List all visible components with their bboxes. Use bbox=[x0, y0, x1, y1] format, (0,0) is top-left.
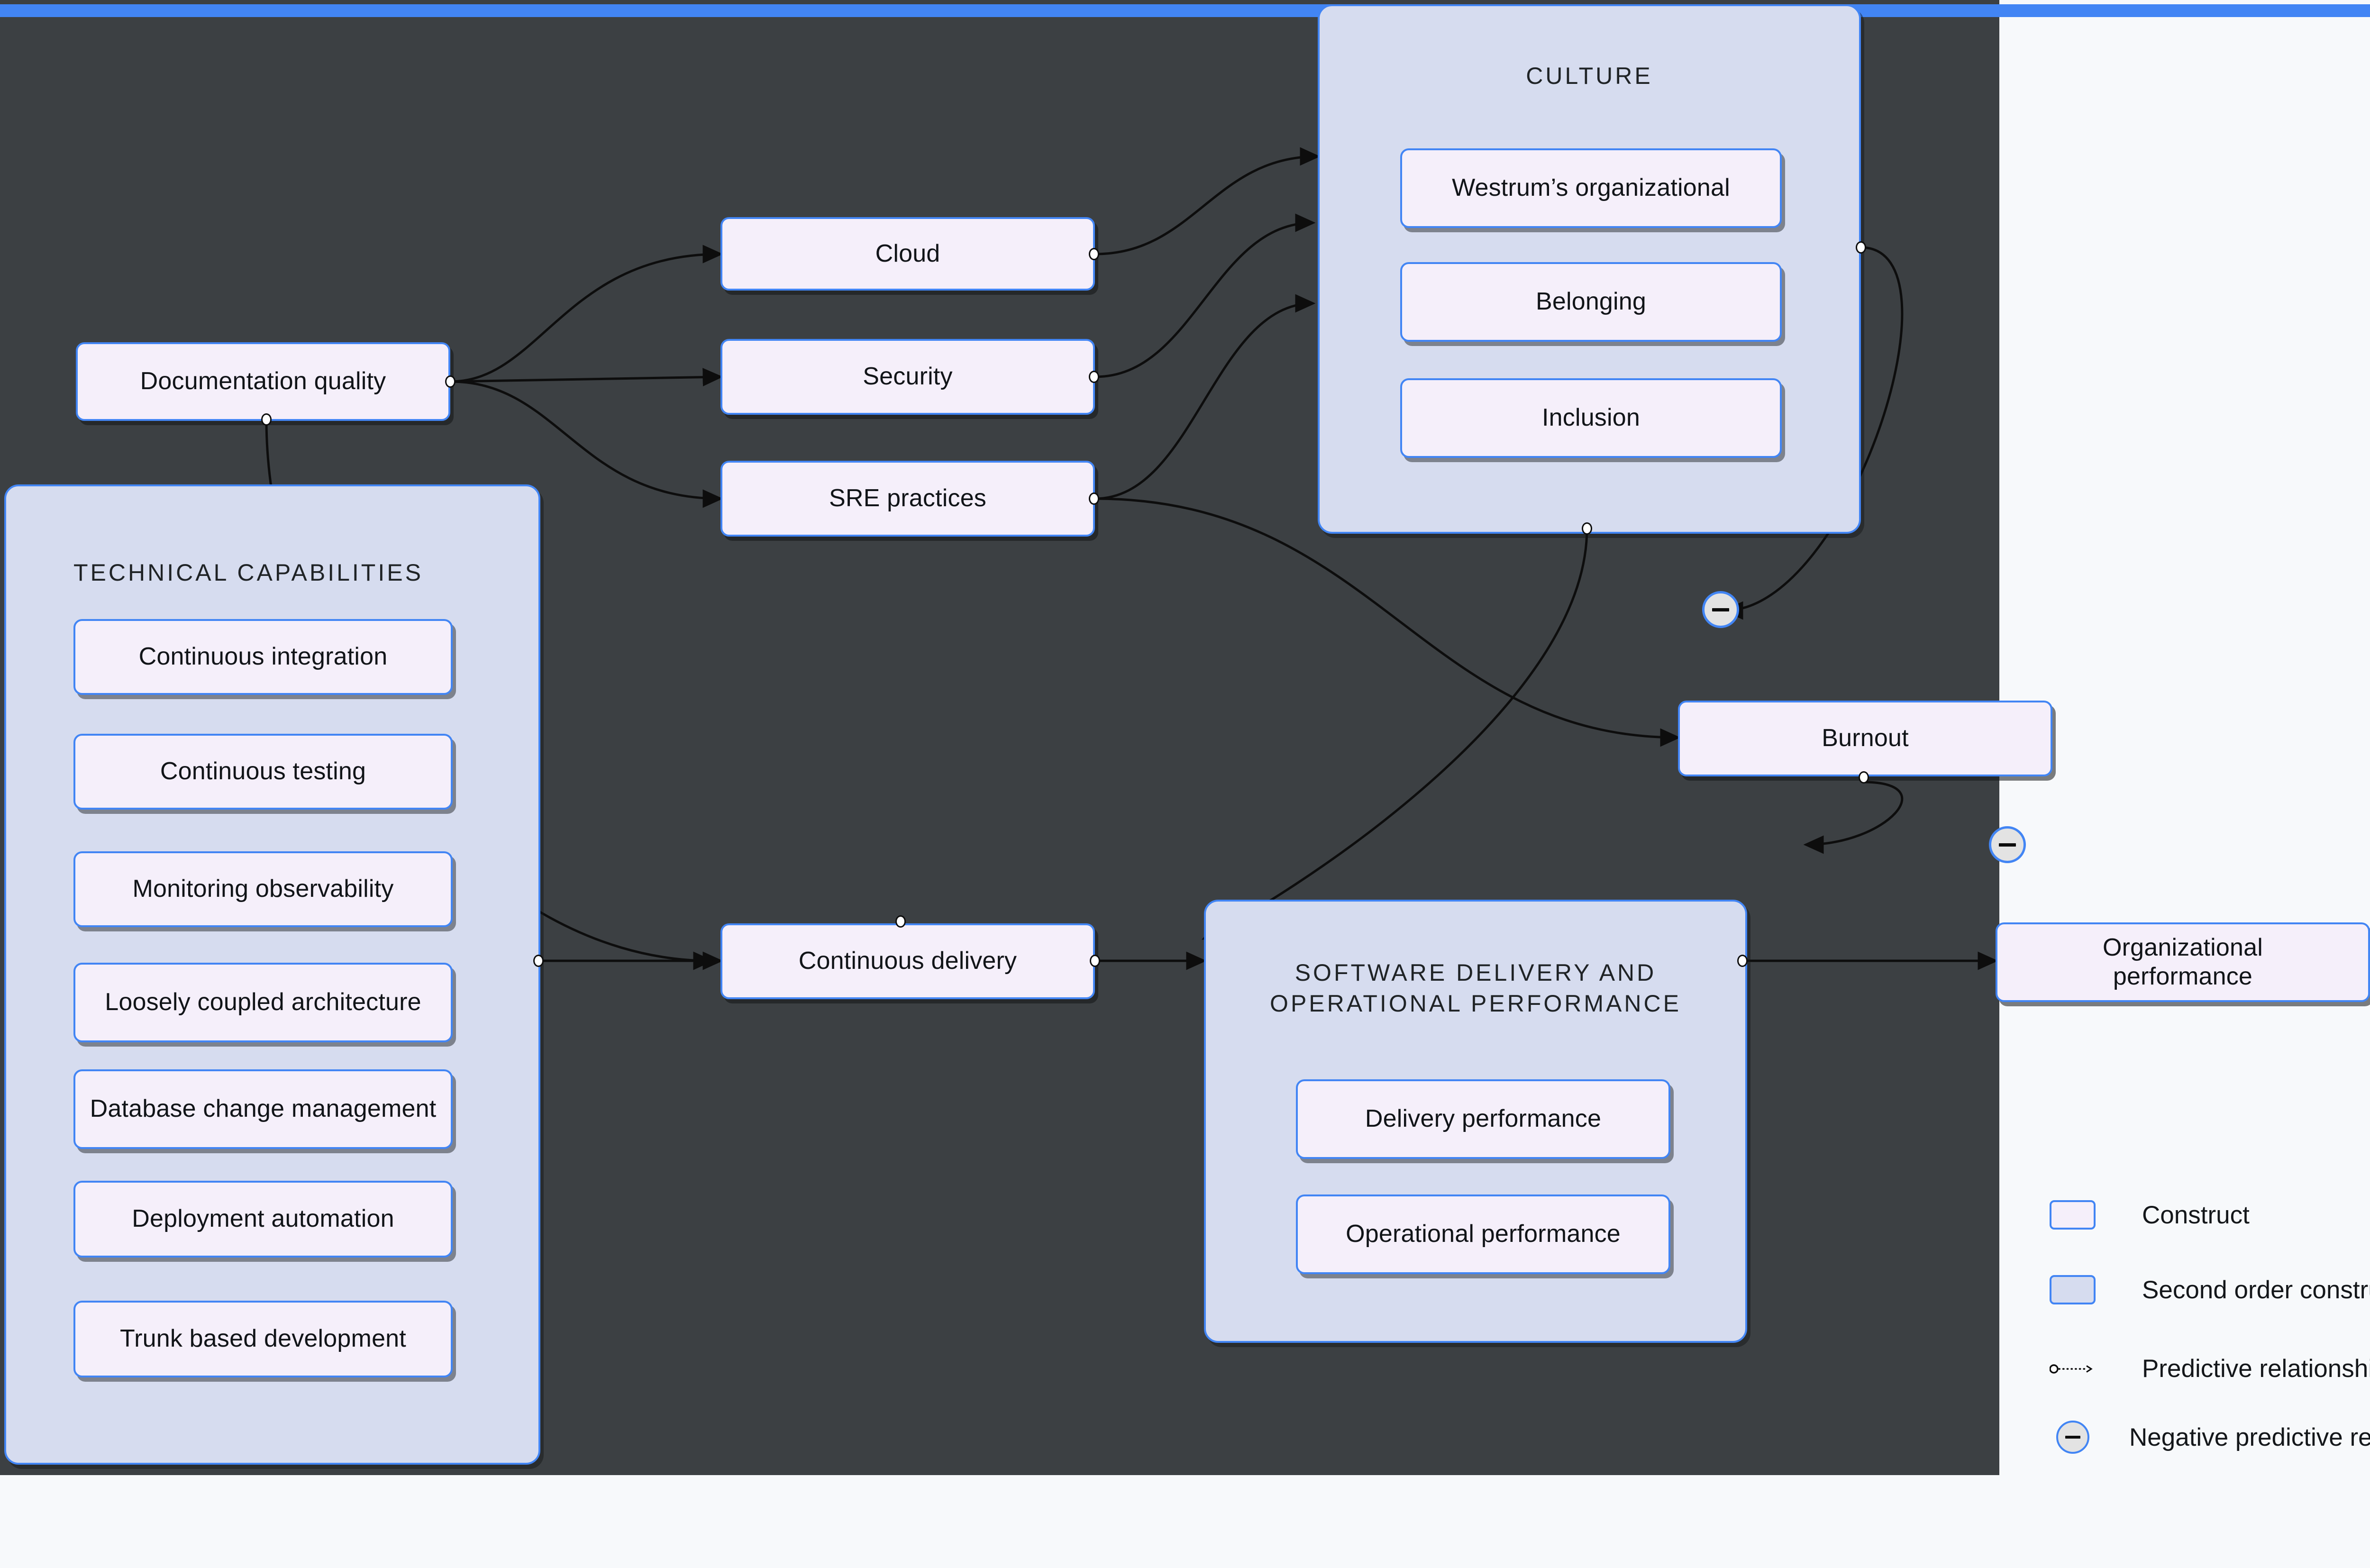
node-organizational-performance[interactable]: Organizational performance bbox=[1996, 922, 2370, 1002]
node-cloud[interactable]: Cloud bbox=[720, 217, 1095, 291]
node-continuous-testing[interactable]: Continuous testing bbox=[73, 734, 453, 810]
node-monitoring-observability[interactable]: Monitoring observability bbox=[73, 851, 453, 927]
port-security-right[interactable] bbox=[1089, 371, 1099, 383]
construct-swatch-icon bbox=[2050, 1200, 2096, 1230]
node-organizational-performance-label: Organizational performance bbox=[2102, 933, 2263, 990]
port-culture-right[interactable] bbox=[1856, 241, 1866, 254]
node-continuous-delivery[interactable]: Continuous delivery bbox=[720, 923, 1095, 999]
minus-circle-icon-burnout-orgperf[interactable] bbox=[1989, 826, 2026, 863]
port-continuous-delivery-top[interactable] bbox=[895, 915, 906, 928]
node-continuous-integration[interactable]: Continuous integration bbox=[73, 619, 453, 695]
node-inclusion[interactable]: Inclusion bbox=[1400, 378, 1782, 458]
group-culture[interactable]: CULTURE Westrum’s organizational Belongi… bbox=[1318, 4, 1861, 534]
group-software-delivery[interactable]: SOFTWARE DELIVERY AND OPERATIONAL PERFOR… bbox=[1204, 900, 1747, 1343]
port-continuous-delivery-right[interactable] bbox=[1090, 955, 1100, 967]
legend-label-second-order-construct: Second order construct bbox=[2142, 1276, 2370, 1304]
minus-glyph bbox=[2065, 1436, 2080, 1439]
node-delivery-performance[interactable]: Delivery performance bbox=[1296, 1079, 1670, 1159]
node-loosely-coupled-architecture[interactable]: Loosely coupled architecture bbox=[73, 963, 453, 1042]
minus-circle-icon-culture-burnout[interactable] bbox=[1702, 591, 1739, 628]
legend-label-construct: Construct bbox=[2142, 1201, 2250, 1229]
second-order-swatch-icon bbox=[2050, 1275, 2096, 1304]
group-software-delivery-title-line1: SOFTWARE DELIVERY AND bbox=[1294, 959, 1657, 986]
legend-label-negative-predictive-relationship: Negative predictive relationship bbox=[2129, 1423, 2370, 1451]
top-accent-bar bbox=[0, 4, 2370, 17]
port-technical-capabilities-right[interactable] bbox=[533, 955, 544, 967]
group-technical-capabilities-title: TECHNICAL CAPABILITIES bbox=[73, 559, 423, 586]
node-deployment-automation[interactable]: Deployment automation bbox=[73, 1181, 453, 1258]
node-belonging[interactable]: Belonging bbox=[1400, 262, 1782, 342]
port-sre-practices-right[interactable] bbox=[1089, 492, 1099, 505]
node-security[interactable]: Security bbox=[720, 339, 1095, 415]
legend-panel: Construct Second order construct Predict… bbox=[1999, 1139, 2370, 1568]
legend-item-second-order-construct: Second order construct bbox=[2050, 1275, 2370, 1304]
group-software-delivery-title-line2: OPERATIONAL PERFORMANCE bbox=[1270, 990, 1681, 1017]
node-westrums-organizational[interactable]: Westrum’s organizational bbox=[1400, 148, 1782, 228]
minus-glyph bbox=[1999, 843, 2016, 847]
legend-item-predictive-relationship: Predictive relationship bbox=[2049, 1354, 2370, 1383]
port-culture-bottom[interactable] bbox=[1582, 522, 1592, 535]
node-burnout[interactable]: Burnout bbox=[1678, 701, 2052, 776]
node-sre-practices[interactable]: SRE practices bbox=[720, 461, 1095, 537]
node-operational-performance[interactable]: Operational performance bbox=[1296, 1194, 1670, 1274]
minus-glyph bbox=[1712, 608, 1729, 611]
legend-item-negative-predictive-relationship: Negative predictive relationship bbox=[2050, 1421, 2370, 1454]
minus-circle-icon bbox=[2056, 1421, 2089, 1454]
port-burnout-bottom[interactable] bbox=[1859, 771, 1869, 784]
group-technical-capabilities[interactable]: TECHNICAL CAPABILITIES Continuous integr… bbox=[4, 484, 540, 1465]
node-documentation-quality[interactable]: Documentation quality bbox=[76, 342, 450, 421]
group-software-delivery-title: SOFTWARE DELIVERY AND OPERATIONAL PERFOR… bbox=[1206, 957, 1745, 1019]
legend-item-construct: Construct bbox=[2050, 1200, 2250, 1230]
dotted-arrow-icon bbox=[2049, 1362, 2096, 1376]
node-database-change-management[interactable]: Database change management bbox=[73, 1069, 453, 1149]
port-cloud-right[interactable] bbox=[1089, 248, 1099, 260]
port-software-delivery-right[interactable] bbox=[1737, 955, 1748, 967]
port-documentation-quality-bottom[interactable] bbox=[261, 413, 272, 426]
port-documentation-quality-right[interactable] bbox=[445, 375, 456, 388]
legend-label-predictive-relationship: Predictive relationship bbox=[2142, 1355, 2370, 1383]
group-culture-title: CULTURE bbox=[1526, 63, 1653, 89]
node-trunk-based-development[interactable]: Trunk based development bbox=[73, 1301, 453, 1377]
